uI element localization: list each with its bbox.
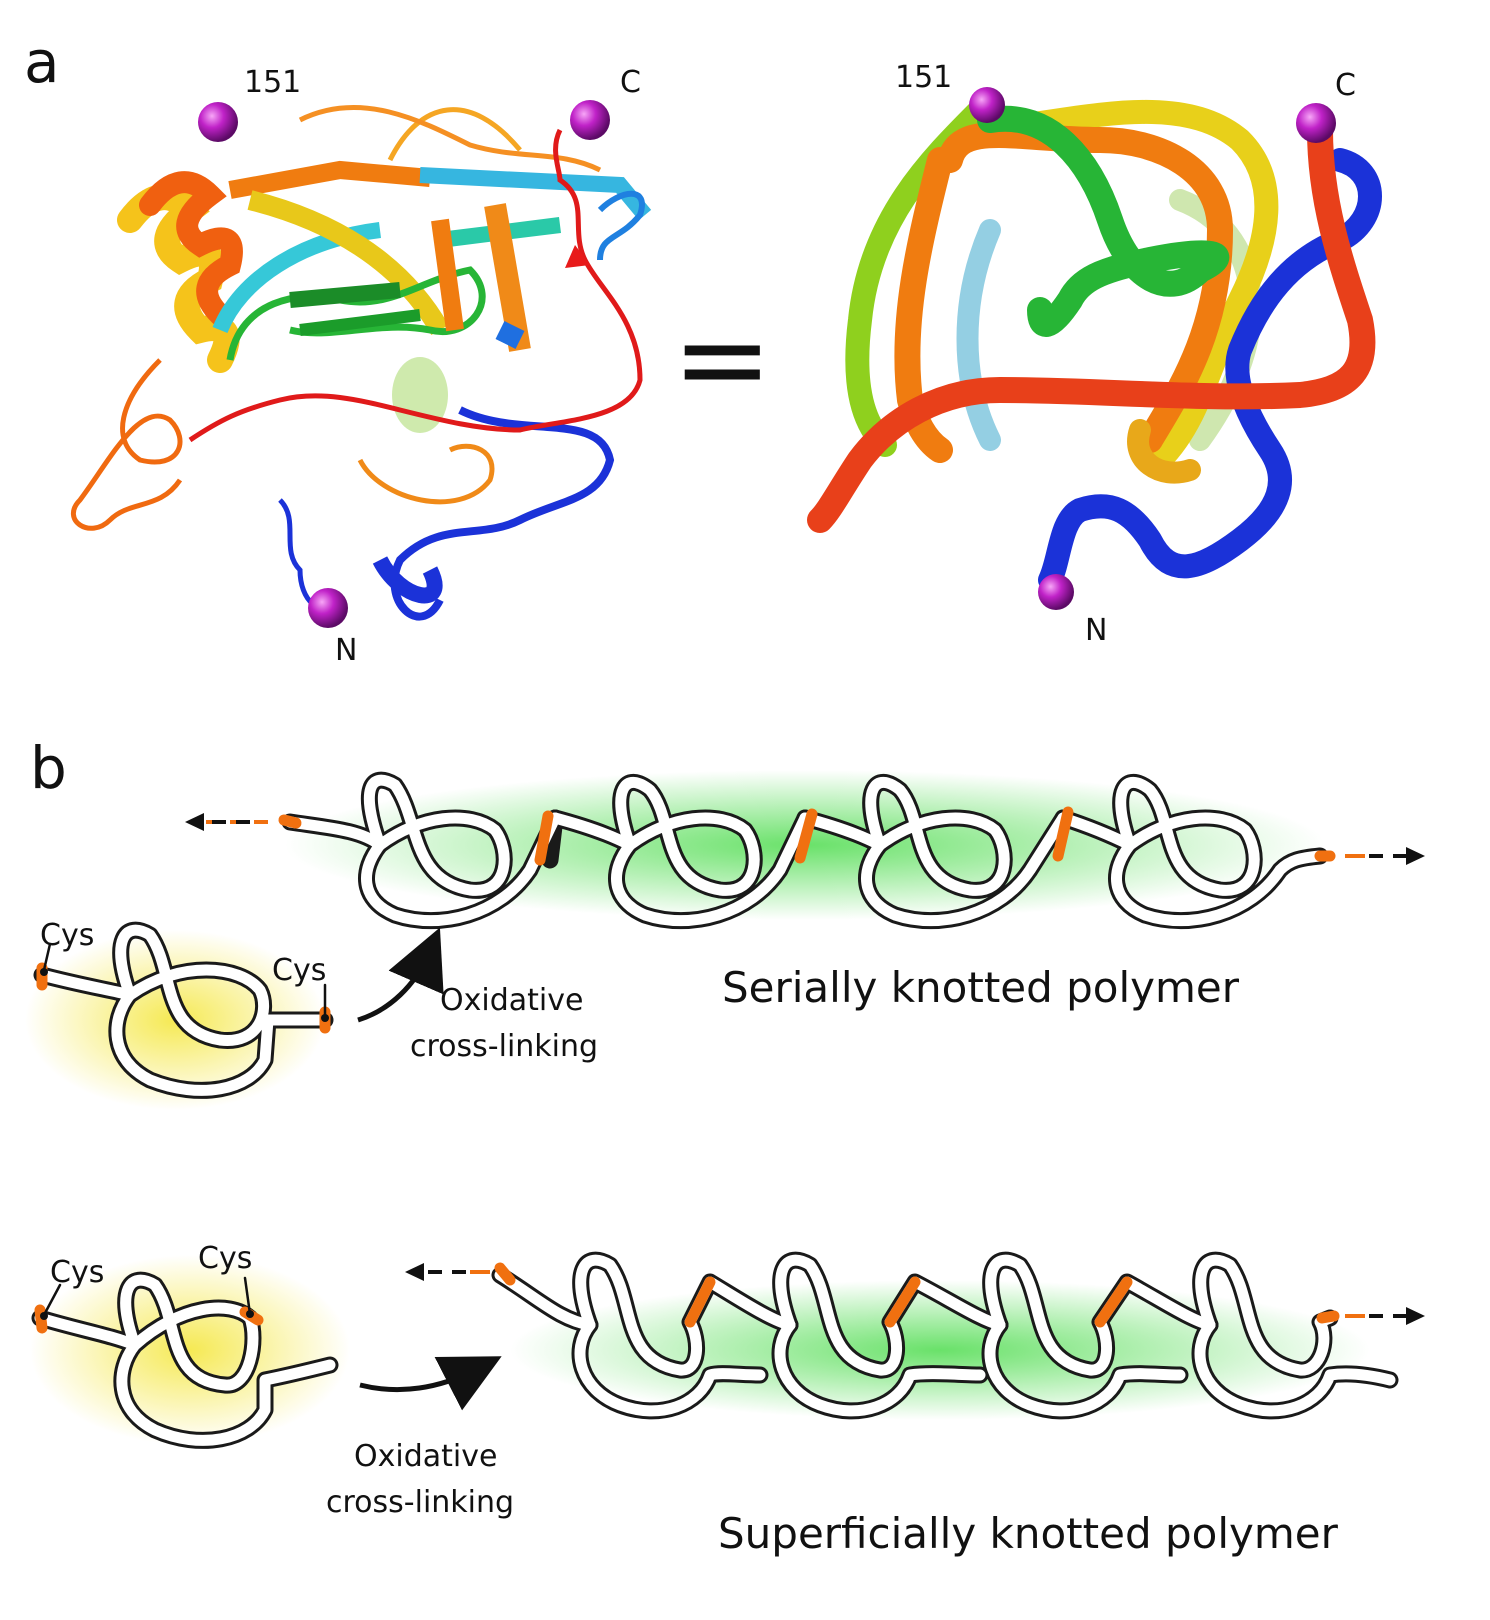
superficial-polymer-arrow-left bbox=[405, 1263, 490, 1281]
process-label-top-line2: cross-linking bbox=[410, 1029, 598, 1064]
serial-polymer-arrow-left bbox=[185, 813, 268, 831]
ribbon-cartoon-model bbox=[71, 100, 652, 628]
panel-label-a: a bbox=[24, 28, 60, 96]
superficial-polymer-caption: Superficially knotted polymer bbox=[718, 1509, 1339, 1558]
serial-polymer-arrow-right bbox=[1345, 847, 1425, 865]
panel-label-b: b bbox=[30, 734, 67, 802]
monomer-top bbox=[33, 921, 334, 1099]
marker-n-right: N bbox=[1085, 613, 1107, 648]
cys-label-bottom-left: Cys bbox=[50, 1255, 104, 1290]
tube-model bbox=[807, 87, 1382, 610]
process-label-bottom-line2: cross-linking bbox=[326, 1485, 514, 1520]
n-terminus-sphere bbox=[308, 588, 348, 628]
monomer-bottom bbox=[31, 1271, 339, 1449]
cys-label-top-right: Cys bbox=[272, 953, 326, 988]
superficially-knotted-polymer bbox=[491, 1251, 1399, 1420]
marker-n-left: N bbox=[335, 633, 357, 668]
serially-knotted-polymer bbox=[278, 771, 1336, 930]
cys-label-top-left: Cys bbox=[40, 918, 94, 953]
c-terminus-sphere bbox=[570, 100, 610, 140]
residue-151-sphere-right bbox=[969, 87, 1005, 123]
superficial-polymer-glow bbox=[510, 1280, 1370, 1420]
marker-c-left: C bbox=[620, 65, 641, 100]
crosslink-arrow-bottom bbox=[359, 1356, 502, 1411]
cys-label-bottom-right: Cys bbox=[198, 1241, 252, 1276]
marker-c-right: C bbox=[1335, 68, 1356, 103]
c-terminus-sphere-right bbox=[1296, 103, 1336, 143]
n-terminus-sphere-right bbox=[1038, 574, 1074, 610]
crosslink-arrow-top bbox=[357, 927, 444, 1023]
residue-151-sphere bbox=[198, 102, 238, 142]
process-label-bottom-line1: Oxidative bbox=[354, 1439, 497, 1474]
marker-151-left: 151 bbox=[244, 65, 301, 100]
process-label-top-line1: Oxidative bbox=[440, 983, 583, 1018]
superficial-polymer-arrow-right bbox=[1345, 1307, 1425, 1325]
serial-polymer-caption: Serially knotted polymer bbox=[722, 963, 1240, 1012]
equals-sign: = bbox=[672, 290, 773, 429]
marker-151-right: 151 bbox=[895, 60, 952, 95]
